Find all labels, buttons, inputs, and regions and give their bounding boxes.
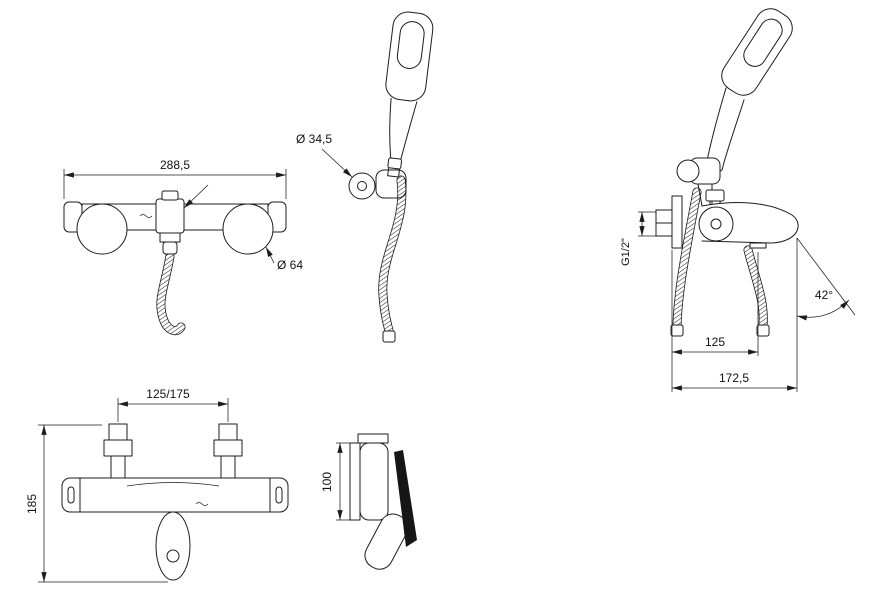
hose-fitting	[670, 324, 684, 337]
diverter-housing	[155, 198, 185, 234]
body-profile	[359, 442, 389, 521]
view-front-bottom: 125/175 185	[25, 387, 289, 583]
valve-axis	[710, 218, 722, 230]
hose-fitting	[382, 330, 396, 343]
top-connector	[357, 433, 389, 444]
end-slot-left	[67, 486, 75, 504]
inlet-left	[103, 423, 133, 479]
valve-body	[698, 206, 734, 242]
dim-overall-width-group: 288,5	[63, 158, 287, 199]
holder-clamp	[375, 169, 407, 199]
lower-spout	[364, 513, 409, 570]
dim-spout-reach: 125	[705, 335, 725, 349]
holder-flange	[676, 159, 700, 183]
view-front-top: 288,5 Ø 64	[63, 158, 303, 331]
lever-handle	[394, 450, 417, 547]
dim-inlet-spacing: 125/175	[146, 387, 190, 401]
diverter-knob	[705, 189, 725, 202]
flow-knob	[222, 203, 274, 255]
hose-fitting	[756, 324, 770, 337]
end-slot-right	[275, 486, 283, 504]
shower-head	[721, 8, 793, 96]
holder-screw	[357, 181, 367, 191]
brand-mark	[195, 502, 209, 506]
hose-nut	[387, 167, 401, 178]
dim-overall-width: 288,5	[160, 158, 190, 172]
wall-plate	[349, 442, 361, 521]
bath-spout	[701, 202, 799, 244]
docked-hand-shower	[721, 8, 793, 96]
dim-handle-diameter: Ø 64	[277, 258, 303, 272]
hose-nut	[162, 241, 178, 255]
dim-overall-height: 185	[25, 494, 39, 514]
dim-body-height: 100	[320, 472, 334, 492]
view-side-profile: G1/2" 42° 125 172,5	[620, 8, 856, 392]
bottom-spout	[155, 511, 191, 581]
hand-shower-hose	[382, 180, 402, 343]
temperature-knob	[76, 203, 128, 255]
dim-connection-thread-group: G1/2"	[620, 211, 656, 266]
dim-inlet-spacing-group: 125/175	[117, 387, 229, 422]
aerator	[749, 242, 767, 249]
inlet-right	[213, 423, 243, 479]
dim-spout-angle-group: 42°	[796, 237, 856, 321]
spout-outlet	[166, 549, 180, 563]
shower-handle-edge	[721, 99, 745, 171]
dim-connection-thread: G1/2"	[620, 238, 632, 266]
diverter-knob	[161, 190, 179, 201]
dim-holder-diameter: Ø 34,5	[296, 132, 332, 146]
spray-face	[396, 21, 425, 69]
dim-overall-height-group: 185	[25, 424, 168, 583]
dim-handle-diameter-group: Ø 64	[265, 246, 303, 272]
wall-escutcheon	[671, 195, 683, 249]
body-arc-detail	[126, 482, 220, 487]
view-hand-shower: Ø 34,5	[296, 11, 434, 343]
hand-shower	[385, 11, 434, 178]
side-hoses	[670, 192, 770, 337]
dim-overall-depth: 172,5	[719, 371, 749, 385]
dim-holder-diameter-group: Ø 34,5	[296, 132, 353, 178]
holder-flange	[348, 172, 376, 200]
mixer-body	[61, 477, 289, 513]
view-side-bottom: 100	[320, 433, 417, 570]
dim-body-height-group: 100	[320, 442, 360, 521]
dim-spout-angle: 42°	[815, 288, 833, 302]
brand-mark	[139, 214, 153, 218]
wall-holder	[348, 169, 407, 200]
shower-head	[385, 11, 434, 102]
diverter-leader-line	[183, 184, 209, 209]
hose-outlet	[159, 232, 181, 243]
dim-reach-group: 125 172,5	[671, 238, 798, 392]
spray-face	[743, 18, 783, 67]
shower-handle-edge	[705, 87, 727, 167]
shower-hose	[161, 256, 181, 331]
